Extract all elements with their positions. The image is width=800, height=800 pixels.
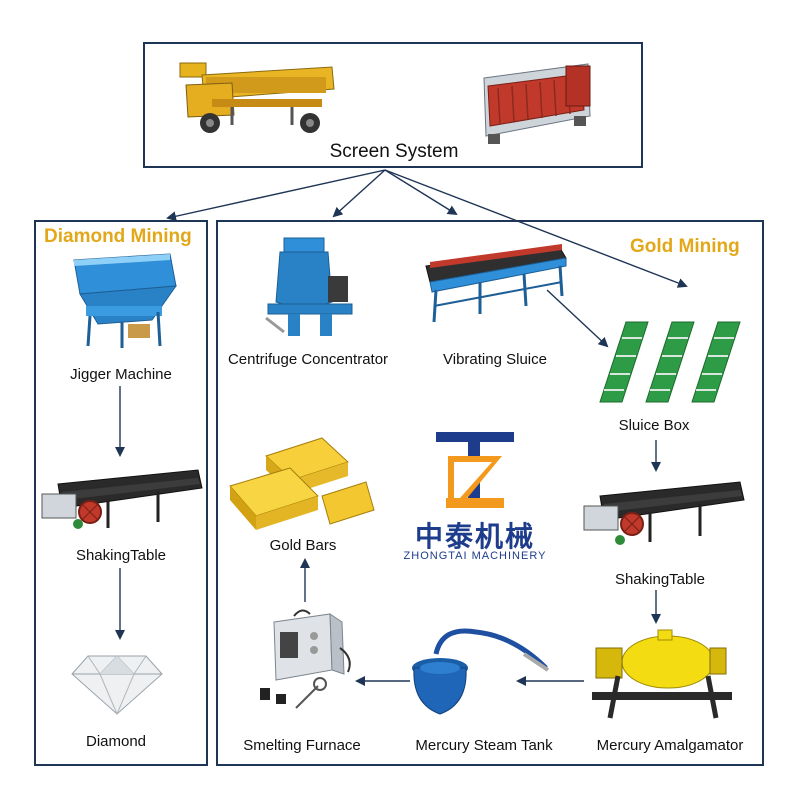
sluice-box-label: Sluice Box: [618, 417, 690, 434]
screen-system-label: Screen System: [329, 141, 459, 162]
centrifuge-concentrator-label: Centrifuge Concentrator: [227, 351, 389, 368]
diamond-shaking-table-image: [41, 469, 203, 529]
gold-mining-title: Gold Mining: [630, 236, 740, 257]
diamond-mining-title: Diamond Mining: [44, 226, 192, 247]
gold-shaking-table-label: ShakingTable: [614, 571, 706, 588]
arrow-to-vibrating-sluice: [384, 169, 458, 216]
mercury-steam-tank-label: Mercury Steam Tank: [415, 737, 553, 754]
diamond-label: Diamond: [85, 733, 147, 750]
vibrating-screen-image: [483, 63, 591, 144]
jigger-machine-label: Jigger Machine: [70, 366, 172, 383]
diamond-image: [71, 655, 163, 716]
arrow-to-diamond: [166, 169, 386, 222]
zhongtai-logo-mark: [436, 432, 514, 508]
gold-bars-image: [229, 437, 375, 530]
arrow-to-centrifuge: [332, 169, 386, 218]
mercury-steam-tank-image: [412, 628, 550, 715]
gold-bars-label: Gold Bars: [269, 537, 337, 554]
logo-english-name: ZHONGTAI MACHINERY: [403, 550, 547, 562]
vibrating-sluice-image: [425, 244, 567, 323]
mercury-amalgamator-label: Mercury Amalgamator: [596, 737, 744, 754]
centrifuge-concentrator-image: [265, 237, 353, 336]
diamond-mining-box: [34, 220, 208, 766]
vibrating-sluice-label: Vibrating Sluice: [443, 351, 547, 368]
mercury-amalgamator-image: [592, 629, 732, 719]
smelting-furnace-image: [260, 609, 351, 709]
gold-shaking-table-image: [583, 481, 745, 545]
logo-chinese-name: 中泰机械: [414, 521, 535, 552]
jigger-machine-image: [73, 253, 178, 348]
trommel-screen-image: [179, 62, 335, 133]
diamond-shaking-table-label: ShakingTable: [75, 547, 167, 564]
smelting-furnace-label: Smelting Furnace: [243, 737, 361, 754]
screen-system-box: [143, 42, 643, 168]
sluice-box-image: [599, 321, 741, 403]
